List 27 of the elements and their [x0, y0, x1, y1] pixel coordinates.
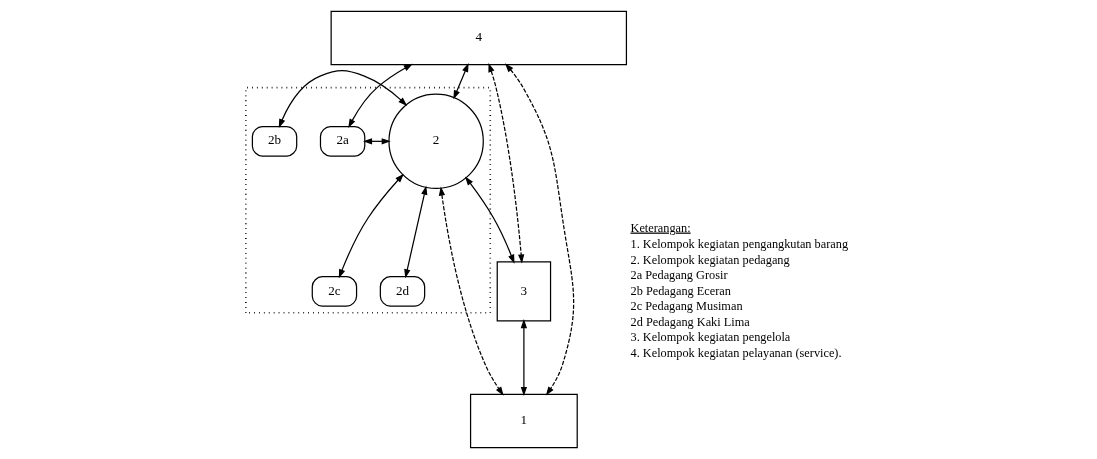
label: Keterangan: [630, 220, 691, 235]
node-box: 1 [469, 393, 578, 449]
node-circle: 2 [388, 93, 484, 190]
arrow [404, 185, 428, 279]
arrow [438, 186, 504, 396]
node-box: 3 [496, 261, 552, 322]
arrow [278, 70, 408, 128]
node-box: 2d [379, 276, 426, 307]
label: 2b Pedagang Eceran [630, 283, 731, 298]
arrow [520, 319, 528, 397]
arrow [465, 176, 515, 264]
arrow [338, 173, 404, 279]
arrow [504, 63, 575, 396]
node-box: 2c [311, 276, 358, 307]
arrow [348, 63, 413, 129]
arrow [488, 63, 525, 264]
label: 2a Pedagang Grosir [630, 268, 728, 283]
node-box: 2b [251, 125, 298, 157]
label: 3. Kelompok kegiatan pengelola [630, 330, 791, 345]
node-box: 2a [319, 125, 366, 157]
label: 4. Kelompok kegiatan pelayanan (service). [630, 346, 842, 361]
label: 2d Pedagang Kaki Lima [630, 314, 750, 329]
node-box: 4 [330, 10, 628, 66]
label: 2. Kelompok kegiatan pedagang [630, 252, 790, 267]
label: 1. Kelompok kegiatan pengangkutan barang [630, 236, 849, 251]
label: 2c Pedagang Musiman [630, 299, 743, 314]
arrow [453, 63, 469, 100]
